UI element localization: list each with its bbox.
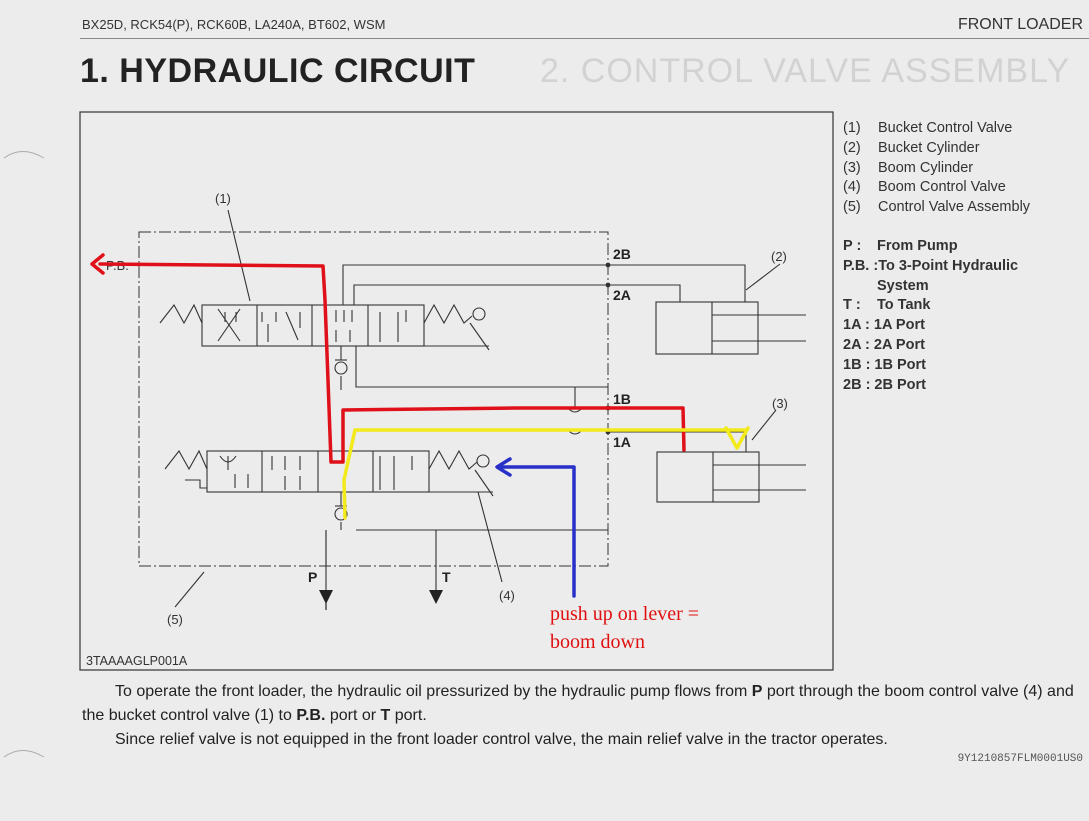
legend-item: (5) Control Valve Assembly (843, 198, 1030, 218)
boom-return-spring (164, 449, 208, 471)
port-1a-label: 1A (613, 434, 631, 450)
callout-4: (4) (499, 588, 515, 603)
legend-port-t: T :To Tank (843, 297, 931, 314)
page-curl-mark (3, 750, 45, 758)
yellow-flow-path (342, 426, 750, 520)
legend-label: Control Valve Assembly (878, 199, 1031, 216)
legend-port-2b: 2B : 2B Port (843, 376, 926, 393)
legend-item: (4) Boom Control Valve (843, 178, 1030, 198)
body-paragraph-1: To operate the front loader, the hydraul… (82, 683, 1074, 724)
callout-2: (2) (771, 249, 787, 264)
check-valve (334, 361, 348, 375)
port-p-label: P (308, 569, 317, 585)
legend-number: (5) (843, 199, 861, 216)
port-2a-label: 2A (613, 287, 631, 303)
tank-arrow (429, 590, 443, 604)
callout-1: (1) (215, 191, 231, 206)
blue-lever-arrow (495, 457, 576, 598)
legend-port-1a: 1A : 1A Port (843, 317, 925, 334)
legend-number: (4) (843, 179, 861, 196)
bucket-cylinder (655, 301, 759, 355)
figure-frame (79, 111, 834, 671)
handwritten-annotation: push up on lever = boom down (550, 600, 699, 656)
boom-cylinder (656, 451, 760, 503)
legend-item: (2) Bucket Cylinder (843, 139, 1030, 159)
body-paragraph-2: Since relief valve is not equipped in th… (115, 731, 888, 748)
legend-label: Bucket Cylinder (878, 139, 980, 156)
port-1b-label: 1B (613, 391, 631, 407)
legend: (1) Bucket Control Valve (2) Bucket Cylind… (843, 119, 1030, 395)
boom-lever-pivot (476, 454, 490, 468)
legend-port-1b: 1B : 1B Port (843, 356, 926, 373)
check-valve (334, 507, 348, 521)
bucket-return-spring (159, 303, 203, 325)
figure-code: 3TAAAAGLP001A (86, 654, 188, 668)
legend-number: (3) (843, 159, 861, 176)
port-2b-label: 2B (613, 246, 631, 262)
annotation-line-1: push up on lever = (550, 603, 700, 625)
legend-port-pb: P.B. :To 3-Point Hydraulic (843, 257, 1019, 274)
body-text: To operate the front loader, the hydraul… (82, 680, 1087, 752)
legend-label: Boom Control Valve (878, 179, 1006, 196)
legend-port-p: P :From Pump (843, 237, 958, 254)
document-code: 9Y1210857FLM0001US0 (957, 753, 1083, 765)
valve-assembly-boundary (138, 231, 609, 567)
legend-number: (1) (843, 120, 861, 136)
pump-arrow (319, 590, 333, 604)
legend-label: Bucket Control Valve (878, 120, 1013, 136)
legend-number: (2) (843, 139, 861, 156)
header-models: BX25D, RCK54(P), RCK60B, LA240A, BT602, … (82, 17, 386, 32)
legend-item: (3) Boom Cylinder (843, 159, 1030, 179)
port-t-label: T (442, 569, 451, 585)
bucket-valve-spool (201, 304, 425, 347)
legend-label: Boom Cylinder (878, 159, 974, 176)
legend-item: (1) Bucket Control Valve (843, 119, 1030, 139)
callout-3: (3) (772, 396, 788, 411)
bucket-lever-pivot (472, 307, 486, 321)
page-title: 1. HYDRAULIC CIRCUIT (80, 52, 476, 90)
red-flow-path (90, 253, 686, 464)
bleed-through-text: 2. CONTROL VALVE ASSEMBLY (540, 52, 1071, 90)
callout-5: (5) (167, 612, 183, 627)
annotation-line-2: boom down (550, 631, 645, 653)
legend-port-pb-cont: System (877, 277, 929, 294)
schematic-lines (159, 209, 806, 608)
header-section: FRONT LOADER (957, 16, 1083, 33)
page-curl-mark (3, 151, 45, 159)
header-divider (80, 38, 1089, 39)
legend-port-2a: 2A : 2A Port (843, 336, 925, 353)
